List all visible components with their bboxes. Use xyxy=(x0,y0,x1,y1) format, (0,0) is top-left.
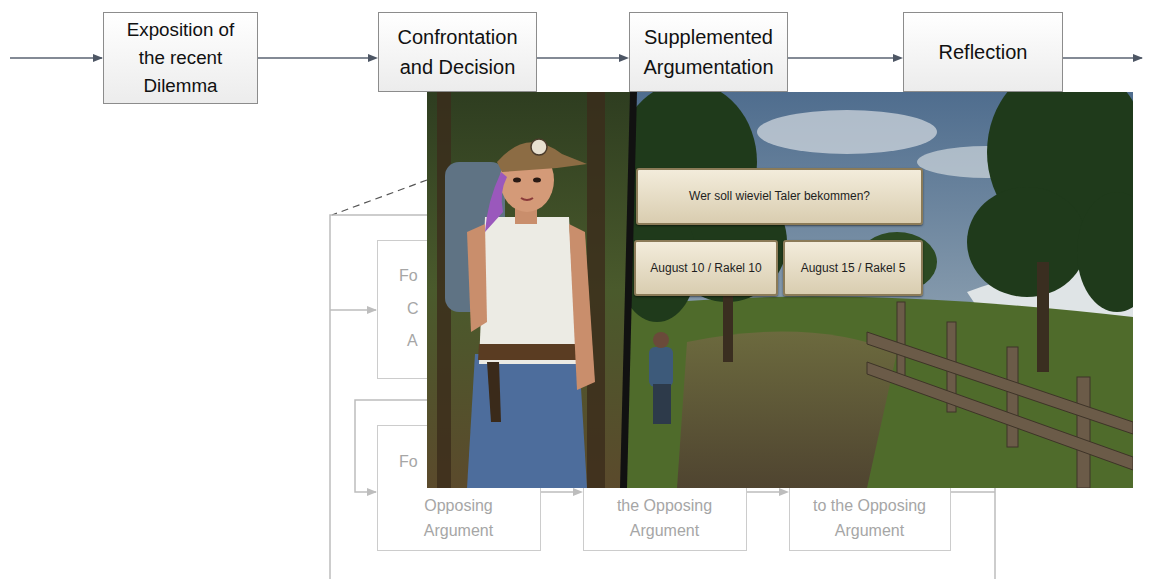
arrow-head xyxy=(619,54,629,62)
greyed-step-box: FoCA xyxy=(377,240,541,379)
arrow-head xyxy=(779,488,789,496)
text-wrap: August 10 / Rakel 10 xyxy=(650,261,761,276)
greyed-step-label: Opposing Argument xyxy=(397,493,520,543)
text-wrap: Supplemented Argumentation xyxy=(638,22,779,82)
game-ui-text: August 10 / Rakel 10 xyxy=(650,261,761,276)
greyed-step-label: Fo xyxy=(399,449,427,474)
girl-character xyxy=(445,139,595,488)
game-question-panel: Wer soll wieviel Taler bekommen? xyxy=(636,168,923,225)
background-figure xyxy=(649,332,673,424)
greyed-step-label: Fo xyxy=(399,263,427,288)
text-wrap: Wer soll wieviel Taler bekommen? xyxy=(689,189,870,204)
arrow-head xyxy=(893,54,903,62)
arrow-head xyxy=(368,54,378,62)
step-label: Exposition of the recent Dilemma xyxy=(112,16,249,101)
flow-arrow xyxy=(537,54,629,62)
greyed-step-label: A xyxy=(407,328,423,353)
step-label: Confrontation and Decision xyxy=(387,22,528,82)
arrow-head xyxy=(573,488,583,496)
game-screenshot xyxy=(427,92,1133,488)
greyed-step-box: the Opposing Argument xyxy=(583,425,747,551)
arrow-line xyxy=(258,57,369,59)
flow-arrow xyxy=(541,488,583,496)
flow-arrow xyxy=(788,54,903,62)
entry-arrow xyxy=(10,57,102,59)
greyed-step-label: C xyxy=(407,296,423,321)
greyed-step-box: to the Opposing Argument xyxy=(789,425,951,551)
flow-arrow xyxy=(747,488,789,496)
flow-arrow xyxy=(258,54,378,62)
process-box: Supplemented Argumentation xyxy=(629,12,788,92)
arrow-line xyxy=(788,57,894,59)
process-box: Exposition of the recent Dilemma xyxy=(103,12,258,104)
process-box: Confrontation and Decision xyxy=(378,12,537,92)
arrow-line xyxy=(541,491,574,493)
text-wrap: Confrontation and Decision xyxy=(387,22,528,82)
game-ui-text: August 15 / Rakel 5 xyxy=(801,261,906,276)
grey-line xyxy=(950,491,995,493)
grey-arrow xyxy=(330,309,376,311)
text-wrap: Reflection xyxy=(939,37,1028,67)
game-choice-button: August 15 / Rakel 5 xyxy=(783,240,923,296)
text-wrap: August 15 / Rakel 5 xyxy=(801,261,906,276)
game-ui-text: Wer soll wieviel Taler bekommen? xyxy=(689,189,870,204)
greyed-step-label: to the Opposing Argument xyxy=(799,493,940,543)
greyed-step-box: FoOpposing Argument xyxy=(377,425,541,551)
game-choice-button: August 10 / Rakel 10 xyxy=(634,240,778,296)
step-label: Reflection xyxy=(939,37,1028,67)
text-wrap: Exposition of the recent Dilemma xyxy=(112,16,249,101)
process-box: Reflection xyxy=(903,12,1063,92)
exit-arrow xyxy=(1063,57,1142,59)
greyed-step-label: the Opposing Argument xyxy=(593,493,736,543)
step-label: Supplemented Argumentation xyxy=(638,22,779,82)
arrow-line xyxy=(537,57,620,59)
zoom-dashed-line xyxy=(332,180,427,215)
arrow-line xyxy=(747,491,780,493)
